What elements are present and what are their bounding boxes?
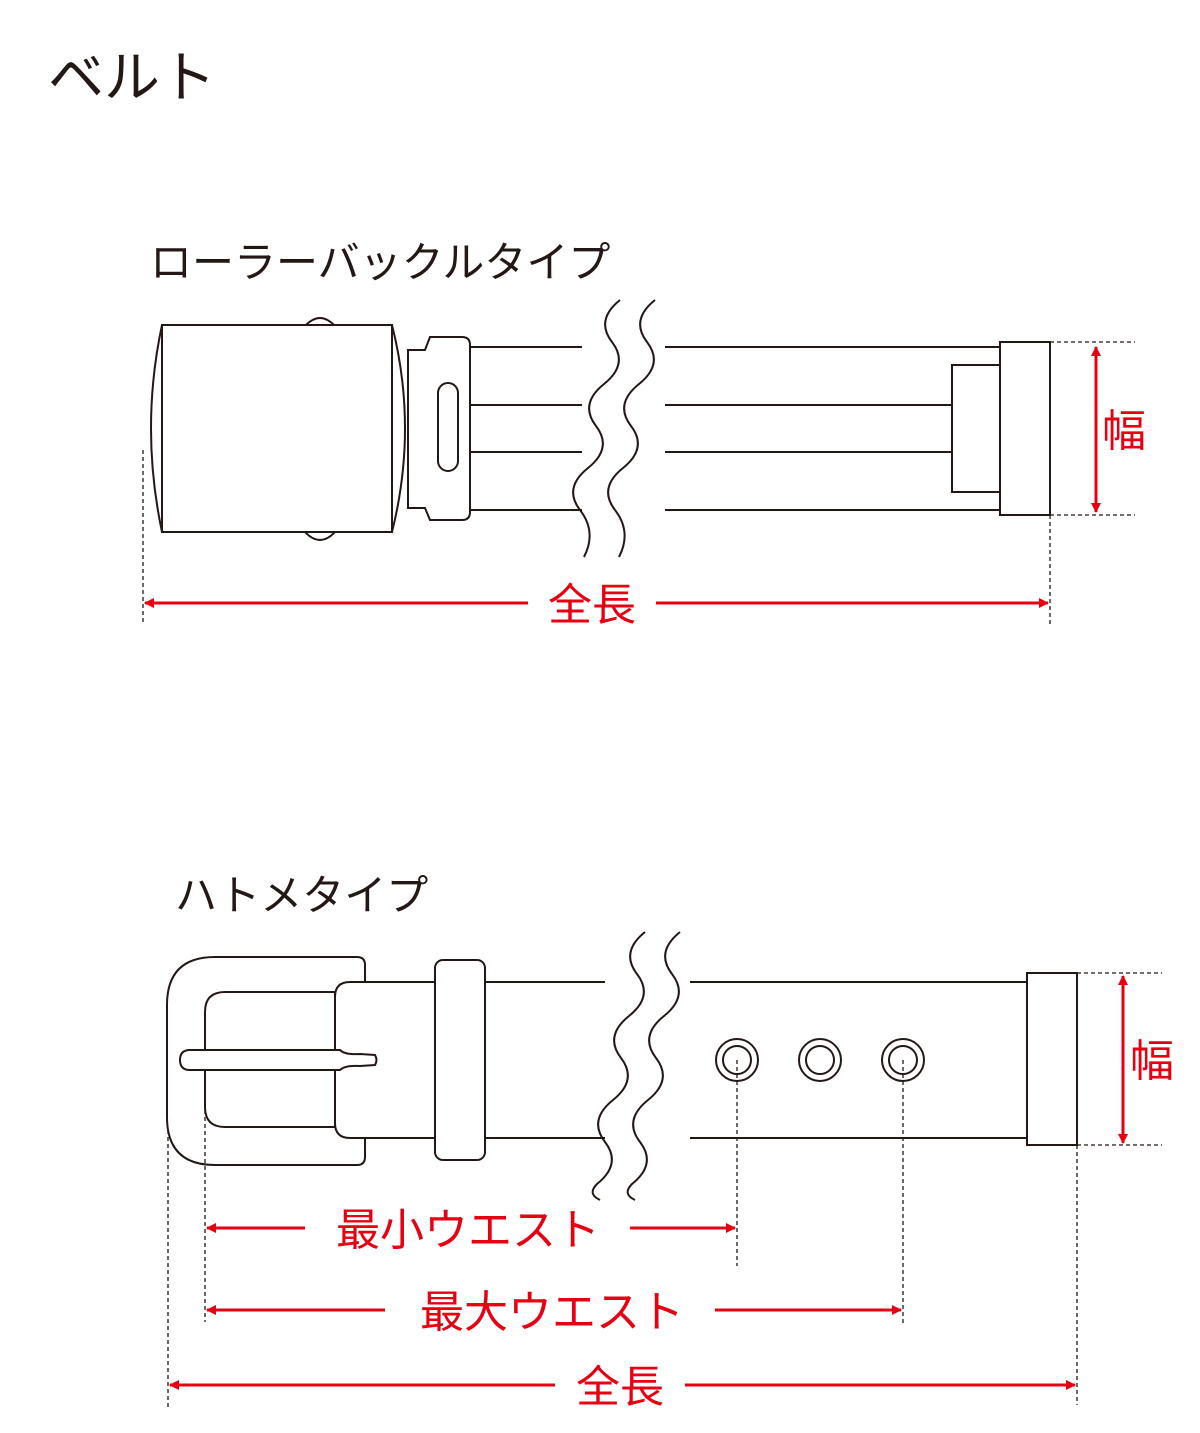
width-dimension: 幅: [1118, 975, 1180, 1144]
width-label: 幅: [1130, 1036, 1174, 1087]
min-waist-dimension: 最小ウエスト: [206, 1205, 736, 1256]
eyelet-section: ハトメタイプ 幅: [166, 871, 1180, 1413]
eyelet-hole: [798, 1038, 842, 1082]
total-length-label: 全長: [548, 580, 636, 631]
page-title: ベルト: [48, 46, 216, 111]
break-line: [626, 931, 681, 1201]
roller-buckle-illustration: [150, 299, 1051, 558]
total-length-dimension: 全長: [169, 1362, 1076, 1413]
max-waist-dimension: 最大ウエスト: [206, 1287, 902, 1338]
eyelet-heading: ハトメタイプ: [175, 871, 428, 920]
break-line: [591, 931, 646, 1201]
break-line: [572, 299, 621, 558]
width-label: 幅: [1102, 406, 1146, 457]
min-waist-label: 最小ウエスト: [336, 1205, 600, 1256]
roller-buckle-section: ローラーバックルタイプ: [142, 238, 1152, 631]
max-waist-label: 最大ウエスト: [420, 1287, 684, 1338]
width-dimension: 幅: [1091, 346, 1152, 513]
roller-buckle-heading: ローラーバックルタイプ: [150, 238, 610, 287]
break-line: [607, 299, 656, 558]
eyelet-belt-illustration: [166, 931, 1078, 1201]
total-length-label: 全長: [576, 1362, 664, 1413]
total-length-dimension: 全長: [144, 580, 1049, 631]
